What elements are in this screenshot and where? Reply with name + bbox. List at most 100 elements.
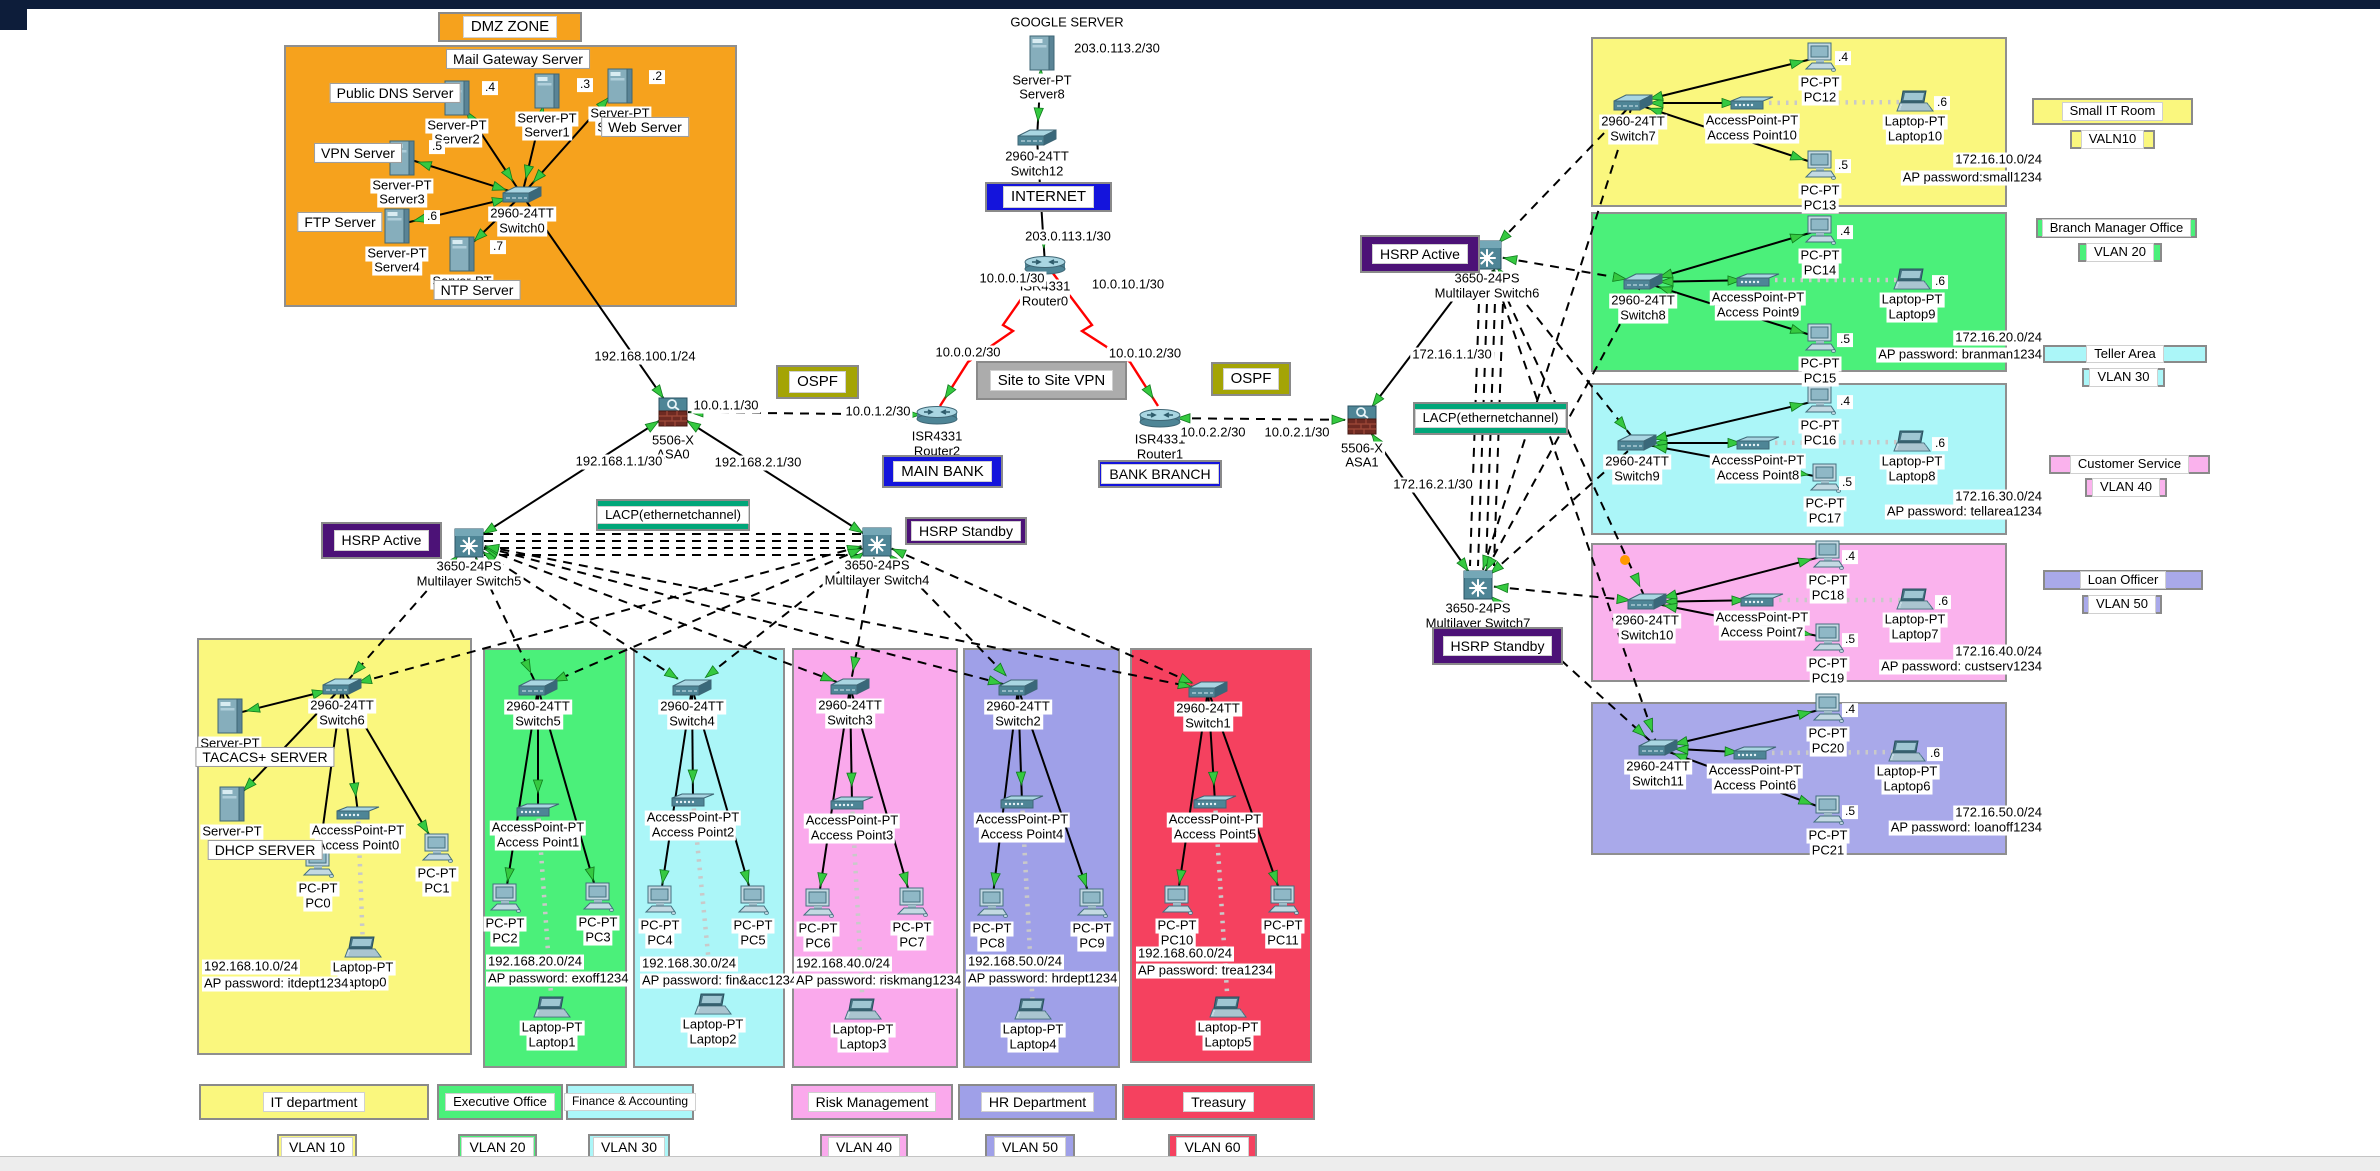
device-srv5[interactable] <box>449 233 475 278</box>
link-ml5-sw4a[interactable] <box>468 542 693 689</box>
device-laptop3[interactable] <box>844 998 882 1027</box>
device-laptop0[interactable] <box>344 936 382 965</box>
device-laptop2[interactable] <box>694 993 732 1022</box>
device-pc21[interactable] <box>1812 795 1844 830</box>
link-ml4-sw1a[interactable] <box>876 541 1209 691</box>
device-server4[interactable] <box>384 205 410 250</box>
link-ml7-sw7a[interactable] <box>1477 102 1634 586</box>
link-r1-asa1[interactable] <box>1159 417 1363 421</box>
device-pc10[interactable] <box>1161 885 1193 920</box>
link-ml4-sw5a[interactable] <box>537 541 878 689</box>
device-laptop10[interactable] <box>1896 90 1934 119</box>
device-asa1[interactable] <box>1346 404 1378 441</box>
link-ap10-lap10[interactable] <box>1751 99 1916 106</box>
device-multilayer-switch4[interactable] <box>862 527 892 562</box>
device-pc19[interactable] <box>1812 623 1844 658</box>
link-ml5-sw1a[interactable] <box>468 542 1209 691</box>
device-laptop8[interactable] <box>1893 430 1931 459</box>
link-r2-asa0[interactable] <box>672 411 938 416</box>
link-ml5-sw3a[interactable] <box>468 542 851 688</box>
device-laptop9[interactable] <box>1893 268 1931 297</box>
link-asa0-ml5[interactable] <box>468 411 674 544</box>
device-switch5[interactable] <box>517 678 559 703</box>
server-icon <box>449 236 475 272</box>
device-server1[interactable] <box>534 70 560 115</box>
device-switch2[interactable] <box>997 678 1039 703</box>
device-multilayer-switch5[interactable] <box>454 528 484 563</box>
device-dhcp[interactable] <box>219 783 245 828</box>
device-asa0[interactable] <box>657 396 689 433</box>
device-pc6[interactable] <box>802 888 834 923</box>
device-laptop4[interactable] <box>1014 998 1052 1027</box>
device-switch8[interactable] <box>1622 272 1664 297</box>
link-asa0-ml4[interactable] <box>672 411 878 543</box>
device-router2[interactable] <box>915 405 959 430</box>
device-pc4[interactable] <box>644 885 676 920</box>
device-switch3[interactable] <box>829 677 871 702</box>
device-server8[interactable] <box>1029 32 1055 77</box>
link-sw9-pc16[interactable] <box>1636 399 1821 444</box>
device-switch4[interactable] <box>671 678 713 703</box>
device-access-point2[interactable] <box>670 792 716 813</box>
device-access-point3[interactable] <box>829 795 875 816</box>
device-laptop1[interactable] <box>533 996 571 1025</box>
device-laptop7[interactable] <box>1896 588 1934 617</box>
link-ml4-sw6a[interactable] <box>341 541 878 688</box>
link-status-triangle <box>1797 709 1813 720</box>
device-router0[interactable] <box>1023 255 1067 280</box>
device-switch9[interactable] <box>1616 433 1658 458</box>
device-pc11[interactable] <box>1267 885 1299 920</box>
device-tacacs[interactable] <box>217 695 243 740</box>
link-ml6-sw7a[interactable] <box>1486 102 1634 256</box>
link-serial[interactable] <box>1051 271 1160 407</box>
device-pc3[interactable] <box>582 882 614 917</box>
link-sw7a-pc12[interactable] <box>1632 56 1821 104</box>
device-laptop6[interactable] <box>1888 740 1926 769</box>
device-access-point9[interactable] <box>1735 272 1781 293</box>
device-access-point5[interactable] <box>1192 794 1238 815</box>
device-laptop5[interactable] <box>1209 996 1247 1025</box>
device-pc5[interactable] <box>737 885 769 920</box>
device-pc2[interactable] <box>489 883 521 918</box>
device-switch10[interactable] <box>1626 592 1668 617</box>
device-multilayer-switch7[interactable] <box>1463 570 1493 605</box>
device-access-point1[interactable] <box>515 802 561 823</box>
device-pc13[interactable] <box>1804 150 1836 185</box>
device-access-point10[interactable] <box>1729 95 1775 116</box>
device-access-point8[interactable] <box>1735 435 1781 456</box>
device-switch7[interactable] <box>1612 93 1654 118</box>
link-serial[interactable] <box>938 271 1041 407</box>
device-name-label: PC1 <box>422 880 452 897</box>
device-pc20[interactable] <box>1812 693 1844 728</box>
device-pc1[interactable] <box>421 833 453 868</box>
device-access-point4[interactable] <box>999 794 1045 815</box>
device-pc12[interactable] <box>1804 42 1836 77</box>
device-pc9[interactable] <box>1076 888 1108 923</box>
device-pc15[interactable] <box>1804 323 1836 358</box>
device-switch0[interactable] <box>501 185 543 210</box>
device-pc16[interactable] <box>1804 385 1836 420</box>
device-router1[interactable] <box>1138 408 1182 433</box>
link-status-triangle <box>651 384 664 400</box>
link-ml6-sw11[interactable] <box>1486 254 1659 749</box>
link-ml5-sw2a[interactable] <box>468 542 1019 689</box>
link-sw10-pc18[interactable] <box>1646 554 1829 603</box>
device-access-point0[interactable] <box>335 805 381 826</box>
link-ap0-lap0[interactable] <box>355 812 366 949</box>
device-model-label: Laptop-PT <box>330 959 396 976</box>
device-pc14[interactable] <box>1804 215 1836 250</box>
device-pc8[interactable] <box>976 888 1008 923</box>
device-access-point6[interactable] <box>1732 745 1778 766</box>
device-switch1[interactable] <box>1187 680 1229 705</box>
device-pc7[interactable] <box>896 887 928 922</box>
device-access-point7[interactable] <box>1739 592 1785 613</box>
device-switch12[interactable] <box>1016 128 1058 153</box>
device-pc18[interactable] <box>1812 540 1844 575</box>
device-switch6[interactable] <box>321 677 363 702</box>
link-sw0-asa0[interactable] <box>521 194 674 413</box>
device-pc17[interactable] <box>1809 463 1841 498</box>
link-ml7-sw10[interactable] <box>1477 584 1648 603</box>
device-switch11[interactable] <box>1637 738 1679 763</box>
link-sw8-pc14[interactable] <box>1642 229 1821 283</box>
device-server0[interactable] <box>607 65 633 110</box>
